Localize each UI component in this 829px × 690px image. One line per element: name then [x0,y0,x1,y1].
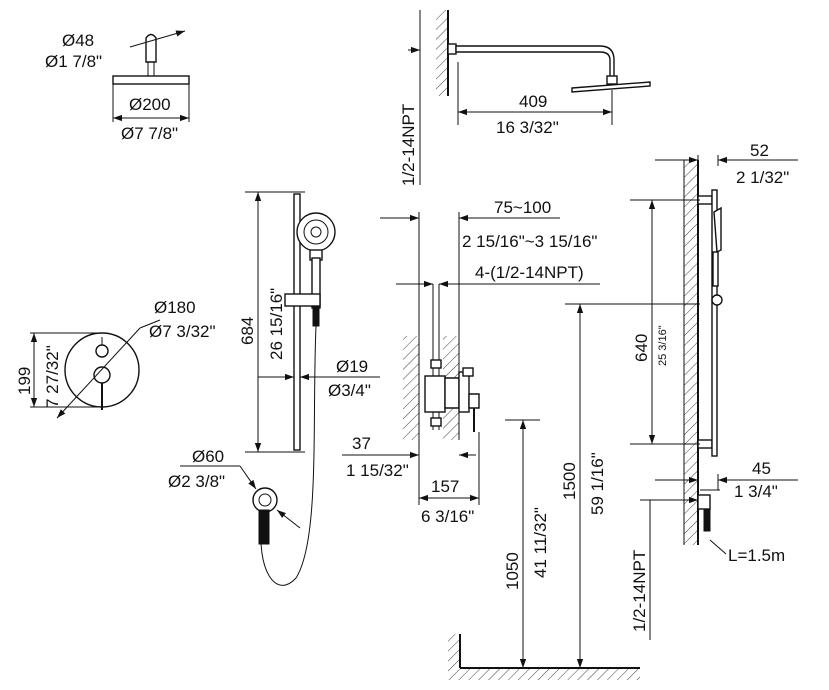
shower-arm-side-view [408,10,651,185]
head-height-mm-label: 1500 [560,462,579,500]
wall-elbow-front-view [180,465,301,545]
arm-length-mm-label: 409 [519,92,547,111]
trim-plate-front-view [30,319,161,419]
valve-depth-in-label: 2 15/16"~3 15/16" [462,232,597,251]
bar-dia-in-label: Ø3/4" [328,381,371,400]
slide-bar-side-view [630,155,798,640]
shower-head-top-view [112,30,190,122]
wall-offset-mm-label: 52 [750,141,769,160]
valve-height-mm-label: 1050 [503,552,522,590]
head-dia-in-label: Ø7 7/8" [121,124,178,143]
trim-height-mm-label: 199 [15,367,34,395]
elbow-dia-in-label: Ø2 3/8" [168,472,225,491]
head-height-in-label: 59 1/16" [588,452,607,515]
elbow-dia-mm-label: Ø60 [192,447,224,466]
slide-bar-front-view [245,191,380,586]
valve-width-mm-label: 157 [431,477,459,496]
wall-offset-in-label: 2 1/32" [736,168,789,187]
arm-length-in-label: 16 3/32" [496,118,559,137]
bar-span-mm-label: 640 [632,334,651,362]
valve-protrusion-mm-label: 37 [352,434,371,453]
valve-height-in-label: 41 11/32" [531,507,550,578]
trim-dia-in-label: Ø7 3/32" [149,322,216,341]
head-dia-mm-label: Ø200 [129,95,171,114]
bar-dia-mm-label: Ø19 [336,357,368,376]
trim-dia-mm-label: Ø180 [154,298,196,317]
installation-heights [448,303,700,680]
elbow-offset-mm-label: 45 [752,459,771,478]
valve-depth-mm-label: 75~100 [494,198,551,217]
trim-height-in-label: 7 27/32" [43,345,62,408]
head-inlet-mm-label: Ø48 [62,31,94,50]
bar-length-in-label: 26 15/16" [267,288,286,360]
elbow-offset-in-label: 1 3/4" [734,482,778,501]
elbow-thread-label: 1/2-14NPT [630,550,649,632]
valve-ports-label: 4-(1/2-14NPT) [475,263,584,282]
valve-protrusion-in-label: 1 15/32" [346,461,409,480]
bar-length-mm-label: 684 [238,317,257,345]
head-inlet-in-label: Ø1 7/8" [45,52,102,71]
bar-span-in-label: 25 3/16" [657,325,669,366]
arm-thread-label: 1/2-14NPT [399,104,418,186]
valve-width-in-label: 6 3/16" [421,507,474,526]
hose-length-label: L=1.5m [728,546,785,565]
valve-section-view [342,212,600,505]
